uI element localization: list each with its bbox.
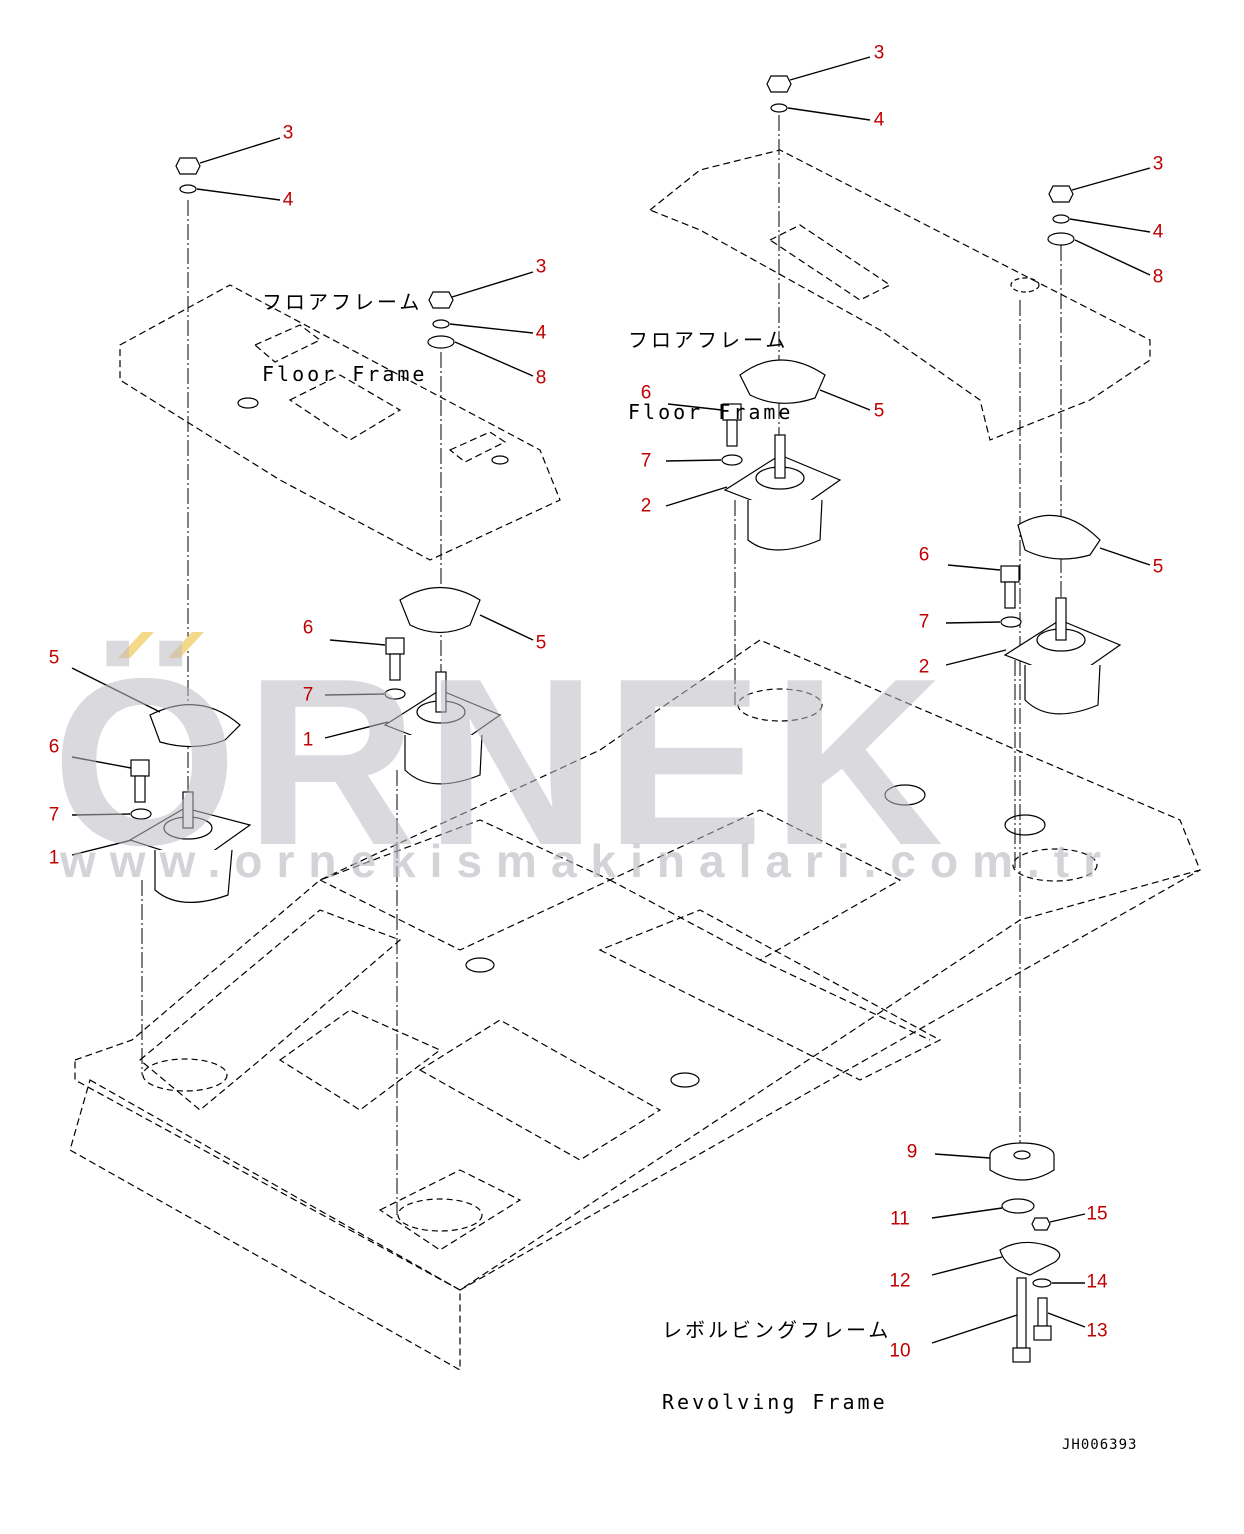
callout-6: 6 bbox=[302, 617, 314, 639]
plate-5-right-a bbox=[739, 359, 826, 404]
callout-4: 4 bbox=[1152, 221, 1164, 243]
callout-4: 4 bbox=[282, 189, 294, 211]
part-15-nut bbox=[1031, 1217, 1051, 1231]
mount-1-left bbox=[128, 791, 252, 904]
part-12-bracket bbox=[999, 1241, 1061, 1276]
callout-3: 3 bbox=[282, 122, 294, 144]
floor-frame-right-label-en: Floor Frame bbox=[628, 400, 794, 424]
washer-4-center bbox=[432, 319, 450, 329]
callout-6: 6 bbox=[48, 736, 60, 758]
floor-frame-right bbox=[648, 149, 1151, 441]
part-9-mount-base bbox=[989, 1142, 1055, 1181]
drawing-number: JH006393 bbox=[1062, 1437, 1138, 1453]
floor-frame-right-hole bbox=[1010, 277, 1040, 293]
washer-4-right-a bbox=[770, 103, 788, 113]
callout-13: 13 bbox=[1086, 1320, 1108, 1342]
washer-8-right-b bbox=[1047, 232, 1075, 246]
washer-4-left bbox=[179, 184, 197, 194]
callout-4: 4 bbox=[535, 322, 547, 344]
callout-5: 5 bbox=[535, 632, 547, 654]
callout-7: 7 bbox=[48, 804, 60, 826]
callout-8: 8 bbox=[535, 367, 547, 389]
callout-1: 1 bbox=[48, 847, 60, 869]
callout-8: 8 bbox=[1152, 266, 1164, 288]
floor-frame-left-holes bbox=[237, 397, 509, 465]
callout-5: 5 bbox=[48, 647, 60, 669]
part-13-bolt bbox=[1033, 1297, 1052, 1341]
nut-3-right-a bbox=[766, 75, 792, 93]
nut-3-left bbox=[175, 157, 201, 175]
floor-frame-left-label-jp: フロアフレーム bbox=[262, 290, 423, 314]
plate-5-center bbox=[399, 586, 481, 634]
washer-7-center bbox=[384, 688, 406, 700]
callout-6: 6 bbox=[918, 544, 930, 566]
callout-4: 4 bbox=[873, 109, 885, 131]
nut-3-right-b bbox=[1048, 185, 1074, 203]
bolt-6-left bbox=[130, 759, 150, 803]
callout-3: 3 bbox=[1152, 153, 1164, 175]
callout-14: 14 bbox=[1086, 1271, 1108, 1293]
callout-5: 5 bbox=[1152, 556, 1164, 578]
callout-7: 7 bbox=[918, 611, 930, 633]
mount-1-center bbox=[383, 671, 502, 785]
callout-12: 12 bbox=[889, 1270, 911, 1292]
washer-8-center bbox=[427, 335, 455, 349]
part-10-long-bolt bbox=[1012, 1277, 1031, 1363]
callout-5: 5 bbox=[873, 400, 885, 422]
callout-15: 15 bbox=[1086, 1203, 1108, 1225]
mount-2-right-b bbox=[1003, 597, 1122, 715]
revolving-frame bbox=[69, 639, 1201, 1372]
part-11-washer bbox=[1001, 1198, 1035, 1214]
bolt-6-right-b bbox=[1000, 565, 1020, 609]
floor-frame-right-label: フロアフレーム Floor Frame bbox=[628, 280, 793, 448]
callout-1: 1 bbox=[302, 729, 314, 751]
floor-frame-left-label-en: Floor Frame bbox=[262, 362, 428, 386]
callout-2: 2 bbox=[640, 495, 652, 517]
callout-6: 6 bbox=[640, 382, 652, 404]
callout-9: 9 bbox=[906, 1141, 918, 1163]
part-14-washer bbox=[1032, 1278, 1052, 1288]
bolt-6-center bbox=[385, 637, 405, 681]
plate-5-left bbox=[149, 704, 241, 748]
revolving-frame-holes bbox=[142, 688, 1098, 1232]
callout-11: 11 bbox=[890, 1208, 910, 1230]
washer-7-right-b bbox=[1000, 616, 1022, 628]
callout-7: 7 bbox=[302, 684, 314, 706]
washer-4-right-b bbox=[1052, 214, 1070, 224]
mount-2-right-a bbox=[723, 434, 842, 551]
washer-7-right-a bbox=[721, 454, 743, 466]
floor-frame-left bbox=[119, 284, 561, 561]
plate-5-right-b bbox=[1017, 514, 1101, 560]
bolt-6-right-a bbox=[722, 403, 742, 447]
floor-frame-right-label-jp: フロアフレーム bbox=[628, 328, 789, 352]
revolving-frame-label: レボルビングフレーム Revolving Frame bbox=[662, 1270, 891, 1438]
callout-10: 10 bbox=[889, 1340, 911, 1362]
leader-lines bbox=[71, 56, 1151, 1344]
floor-frame-left-label: フロアフレーム Floor Frame bbox=[262, 242, 427, 410]
callout-3: 3 bbox=[535, 256, 547, 278]
callout-7: 7 bbox=[640, 450, 652, 472]
washer-7-left bbox=[130, 808, 152, 820]
nut-3-center bbox=[428, 291, 454, 309]
revolving-frame-label-jp: レボルビングフレーム bbox=[662, 1318, 892, 1342]
callout-2: 2 bbox=[918, 656, 930, 678]
callout-3: 3 bbox=[873, 42, 885, 64]
revolving-frame-label-en: Revolving Frame bbox=[662, 1390, 888, 1414]
